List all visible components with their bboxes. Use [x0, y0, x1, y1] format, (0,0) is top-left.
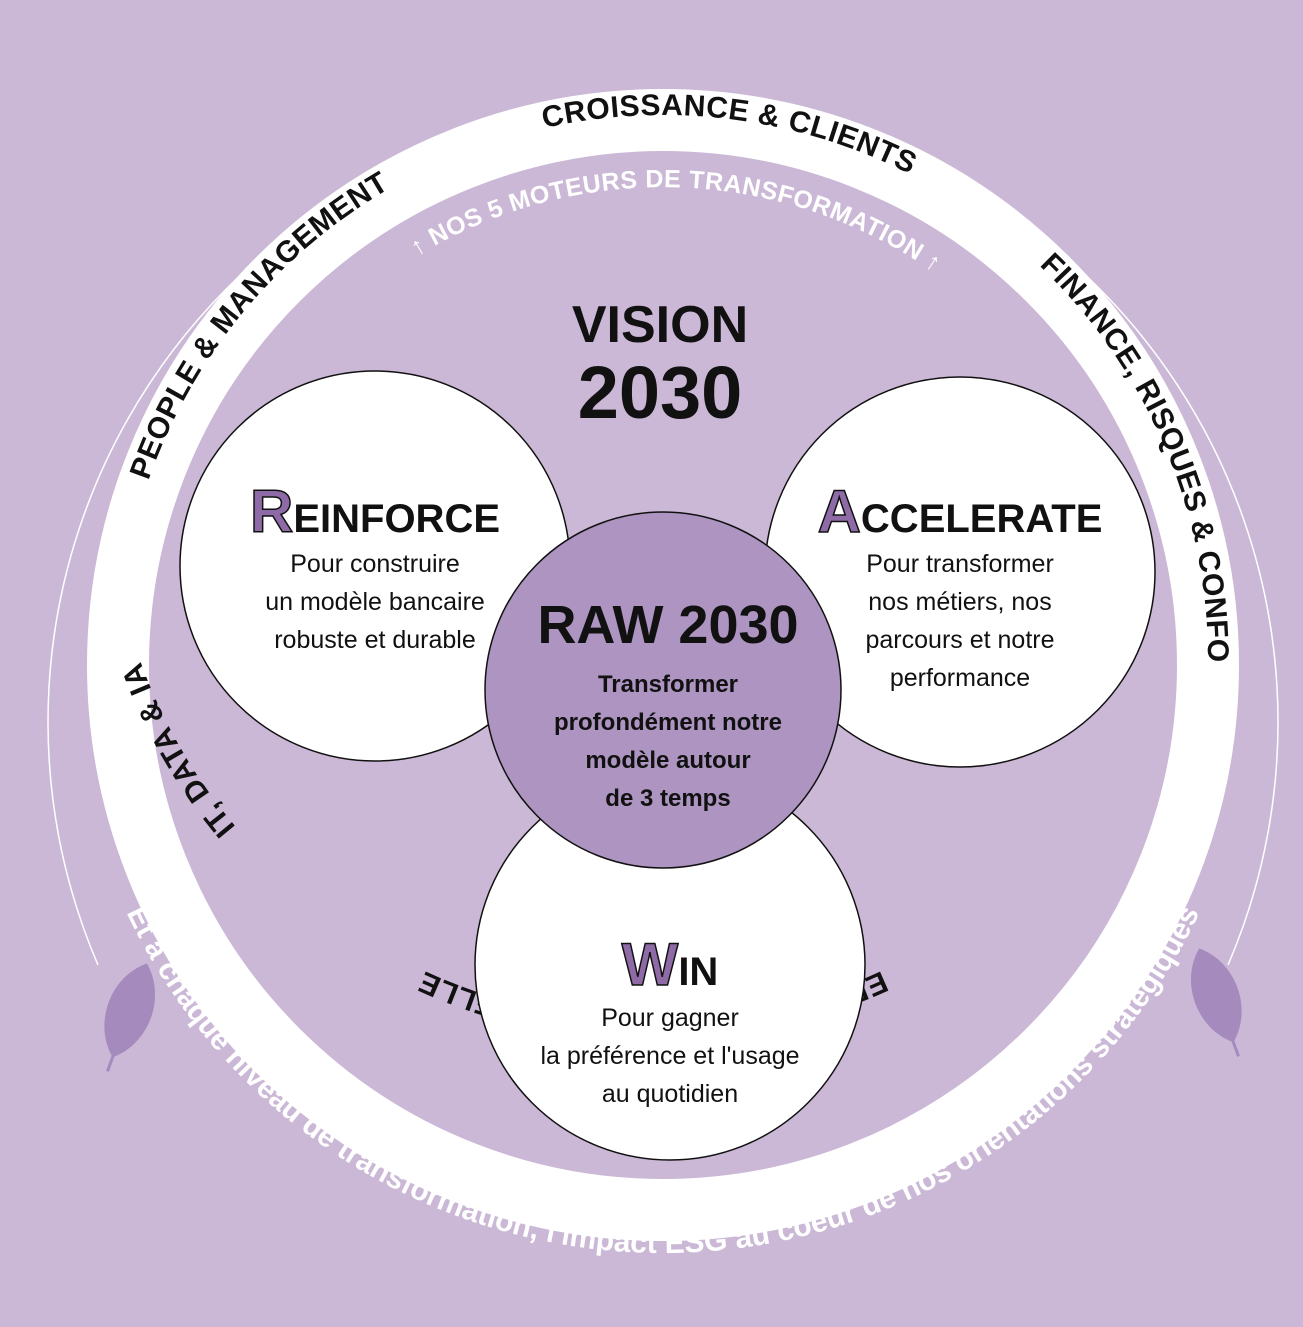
- raw-center-circle: [484, 511, 842, 869]
- reinforce-title: REINFORCE: [250, 478, 500, 545]
- reinforce-desc-2: un modèle bancaire: [265, 588, 485, 616]
- accelerate-title: ACCELERATE: [818, 478, 1103, 545]
- reinforce-desc-3: robuste et durable: [274, 626, 476, 654]
- vision-year: 2030: [578, 351, 743, 434]
- vision-title: VISION: [572, 296, 748, 354]
- raw-desc-1: Transformer: [598, 671, 738, 698]
- accelerate-desc-4: performance: [890, 664, 1030, 692]
- accelerate-desc-3: parcours et notre: [866, 626, 1055, 654]
- leaf-icon: [1191, 948, 1242, 1057]
- win-desc-3: au quotidien: [602, 1080, 738, 1108]
- raw-desc-4: de 3 temps: [605, 785, 730, 812]
- win-title: WIN: [622, 931, 719, 998]
- raw-desc-3: modèle autour: [585, 747, 750, 774]
- reinforce-desc-1: Pour construire: [290, 550, 460, 578]
- raw-desc-2: profondément notre: [554, 709, 782, 736]
- leaf-icon: [104, 963, 155, 1072]
- transformation-ring: [87, 89, 1239, 1241]
- accelerate-desc-2: nos métiers, nos: [868, 588, 1051, 616]
- win-desc-2: la préférence et l'usage: [540, 1042, 799, 1070]
- win-desc-1: Pour gagner: [601, 1004, 739, 1032]
- raw-title: RAW 2030: [537, 595, 798, 655]
- accelerate-desc-1: Pour transformer: [866, 550, 1054, 578]
